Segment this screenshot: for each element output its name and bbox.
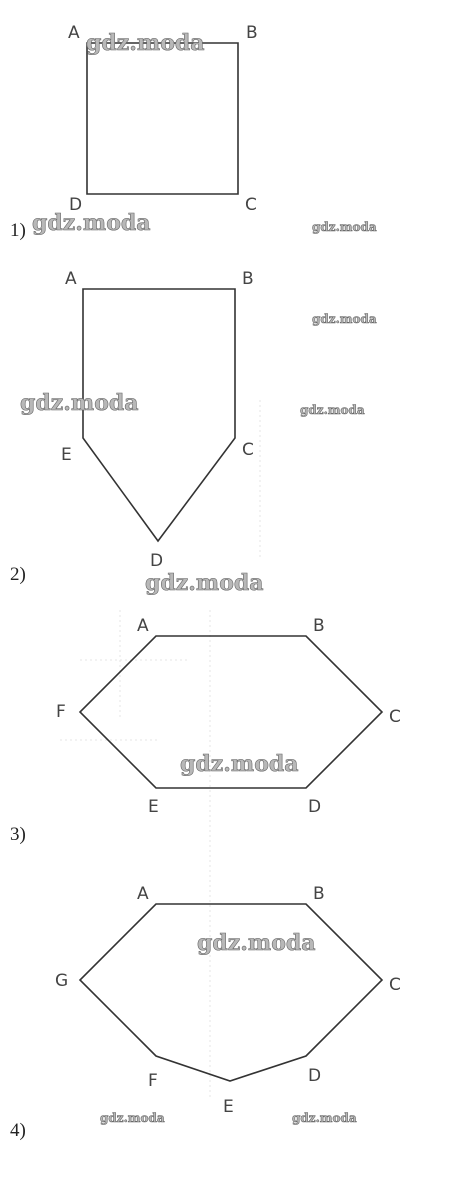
- background-guides: [60, 400, 261, 1100]
- figure-4-vertex-b: B: [313, 884, 325, 904]
- figure-1-number: 1): [10, 220, 26, 241]
- figure-3-vertex-a: A: [137, 616, 149, 636]
- figure-2-vertex-e: E: [61, 445, 72, 465]
- watermark-1: gdz.moda: [86, 30, 205, 56]
- figure-3-vertex-c: C: [389, 707, 401, 727]
- watermark-4: gdz.moda: [312, 312, 377, 326]
- watermark-8: gdz.moda: [180, 751, 299, 777]
- figure-3: A B C D E F 3): [10, 616, 401, 845]
- figure-2-vertex-b: B: [242, 269, 254, 289]
- figure-4-vertex-c: C: [389, 975, 401, 995]
- figure-3-hexagon: [78, 635, 384, 789]
- figure-1-vertex-d: D: [69, 195, 82, 215]
- figure-4-vertex-a: A: [137, 884, 149, 904]
- figure-4-vertex-g: G: [55, 971, 68, 991]
- figure-1: A B C D 1): [10, 23, 258, 241]
- figure-2-pentagon: [82, 288, 236, 543]
- watermark-9: gdz.moda: [197, 930, 316, 956]
- figure-3-vertex-e: E: [148, 797, 159, 817]
- figure-4-vertex-f: F: [148, 1071, 158, 1091]
- figure-2-vertex-d: D: [150, 551, 163, 571]
- figure-4-number: 4): [10, 1120, 26, 1141]
- figure-4-vertex-e: E: [223, 1097, 234, 1117]
- watermark-5: gdz.moda: [20, 390, 139, 416]
- watermarks: gdz.moda gdz.moda gdz.moda gdz.moda gdz.…: [20, 30, 377, 1126]
- figure-1-vertex-a: A: [68, 23, 80, 43]
- watermark-2: gdz.moda: [32, 210, 151, 236]
- figure-3-number: 3): [10, 824, 26, 845]
- figure-2: A B C D E 2): [10, 269, 254, 585]
- watermark-10: gdz.moda: [100, 1111, 165, 1125]
- watermark-6: gdz.moda: [300, 403, 365, 417]
- watermark-7: gdz.moda: [145, 570, 264, 596]
- figure-4-heptagon: [78, 903, 384, 1082]
- figure-4: A B C D E F G 4): [10, 884, 401, 1141]
- figure-3-vertex-d: D: [308, 797, 321, 817]
- figure-1-vertex-b: B: [246, 23, 258, 43]
- figure-3-vertex-f: F: [56, 702, 66, 722]
- figure-1-square: [86, 42, 239, 195]
- figure-2-vertex-a: A: [65, 269, 77, 289]
- watermark-11: gdz.moda: [292, 1111, 357, 1125]
- figure-3-vertex-b: B: [313, 616, 325, 636]
- watermark-3: gdz.moda: [312, 220, 377, 234]
- figure-2-vertex-c: C: [242, 440, 254, 460]
- figure-2-number: 2): [10, 564, 26, 585]
- figure-1-vertex-c: C: [245, 195, 257, 215]
- figure-4-vertex-d: D: [308, 1066, 321, 1086]
